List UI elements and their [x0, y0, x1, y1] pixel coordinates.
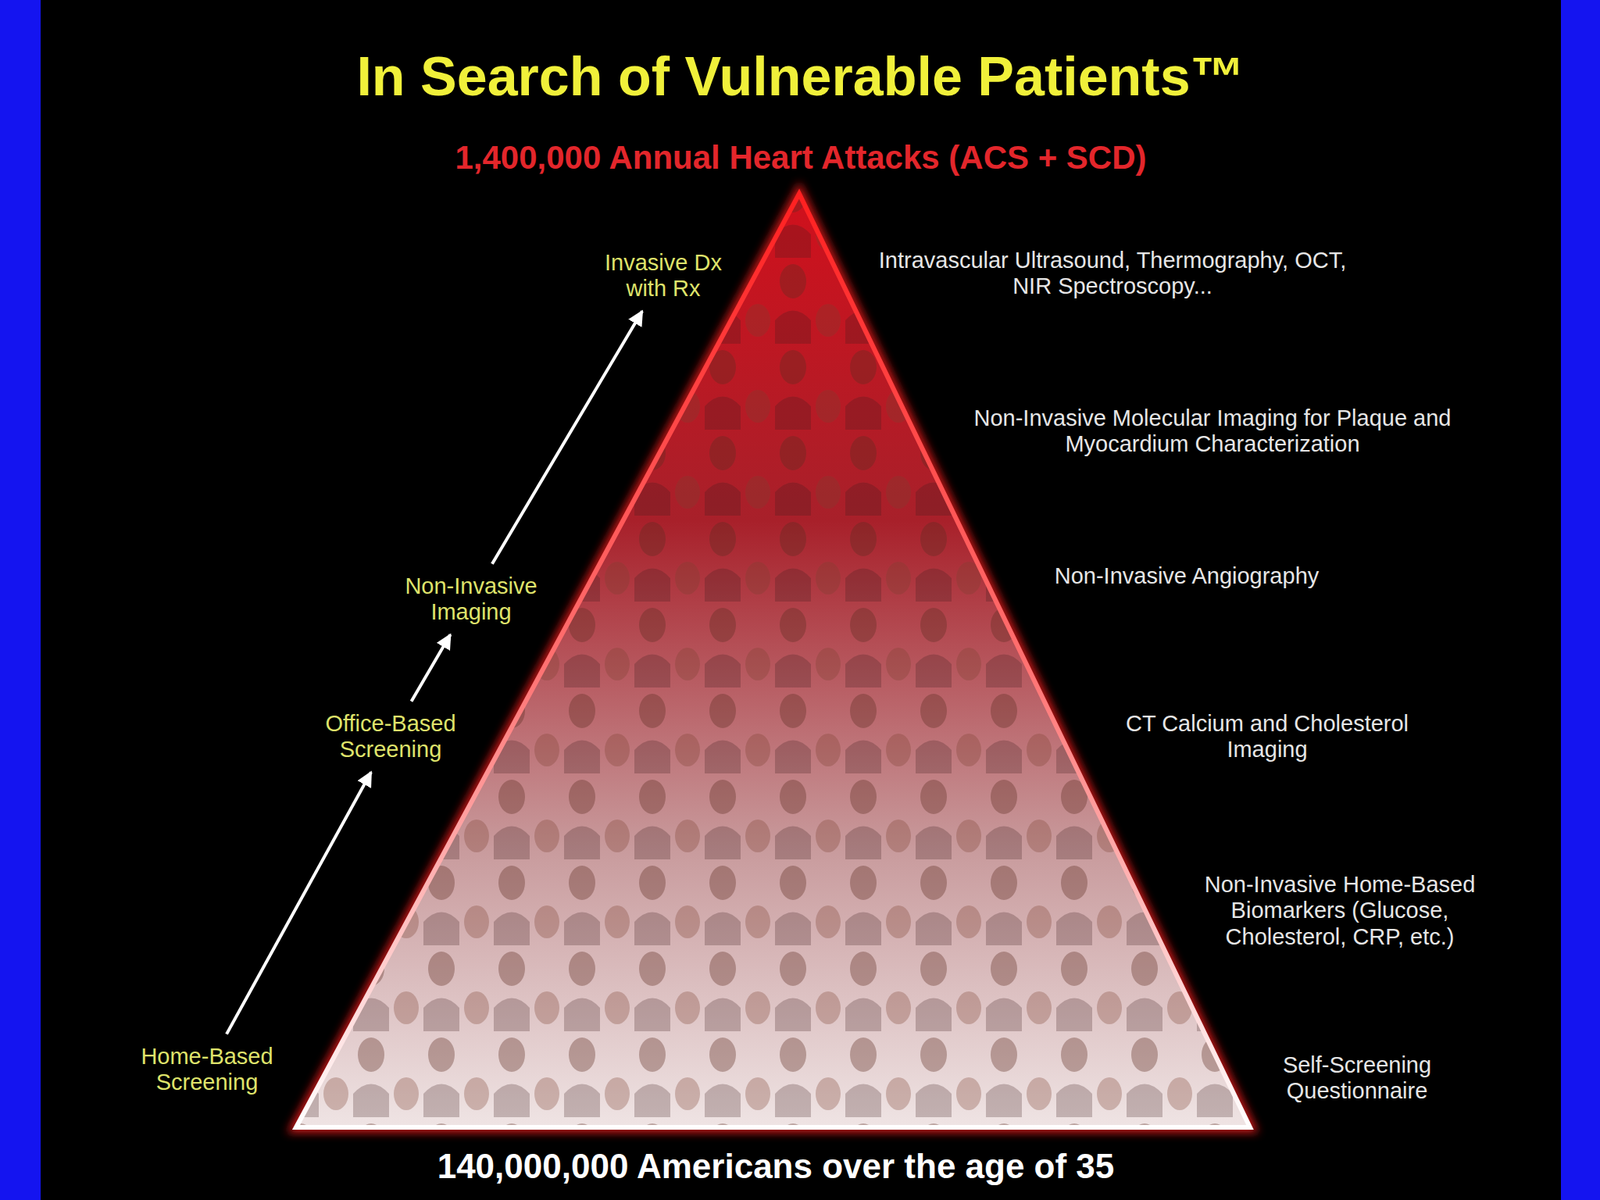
progress-arrow — [411, 634, 451, 701]
stage-label: Home-Based Screening — [121, 1042, 293, 1098]
stage-label: Office-Based Screening — [305, 709, 476, 765]
stage-text: Home-Based Screening — [125, 1043, 290, 1097]
headline-number: 1,400,000 Annual Heart Attacks (ACS + SC… — [454, 139, 1147, 177]
stage-label: Invasive Dx with Rx — [585, 248, 741, 304]
stage-text: Office-Based Screening — [308, 710, 473, 764]
technique-label: Self-Screening Questionnaire — [1255, 1052, 1459, 1105]
technique-label: Intravascular Ultrasound, Thermography, … — [862, 247, 1363, 300]
progress-arrow — [492, 310, 643, 564]
stage-text: Non-Invasive Imaging — [389, 573, 554, 626]
side-bar — [0, 0, 41, 1200]
technique-label: Non-Invasive Molecular Imaging for Plaqu… — [946, 405, 1479, 458]
side-bar — [1560, 0, 1600, 1200]
progress-arrow — [226, 771, 372, 1034]
technique-label: Non-Invasive Angiography — [1054, 563, 1320, 590]
stage-label: Non-Invasive Imaging — [385, 571, 557, 628]
stage-text: Invasive Dx with Rx — [589, 250, 738, 303]
diagram-title: In Search of Vulnerable Patients™ — [356, 45, 1245, 108]
technique-label: Non-Invasive Home-Based Biomarkers (Gluc… — [1195, 871, 1485, 950]
diagram-caption: 140,000,000 Americans over the age of 35 — [437, 1146, 1115, 1186]
technique-label: CT Calcium and Cholesterol Imaging — [1095, 710, 1440, 764]
